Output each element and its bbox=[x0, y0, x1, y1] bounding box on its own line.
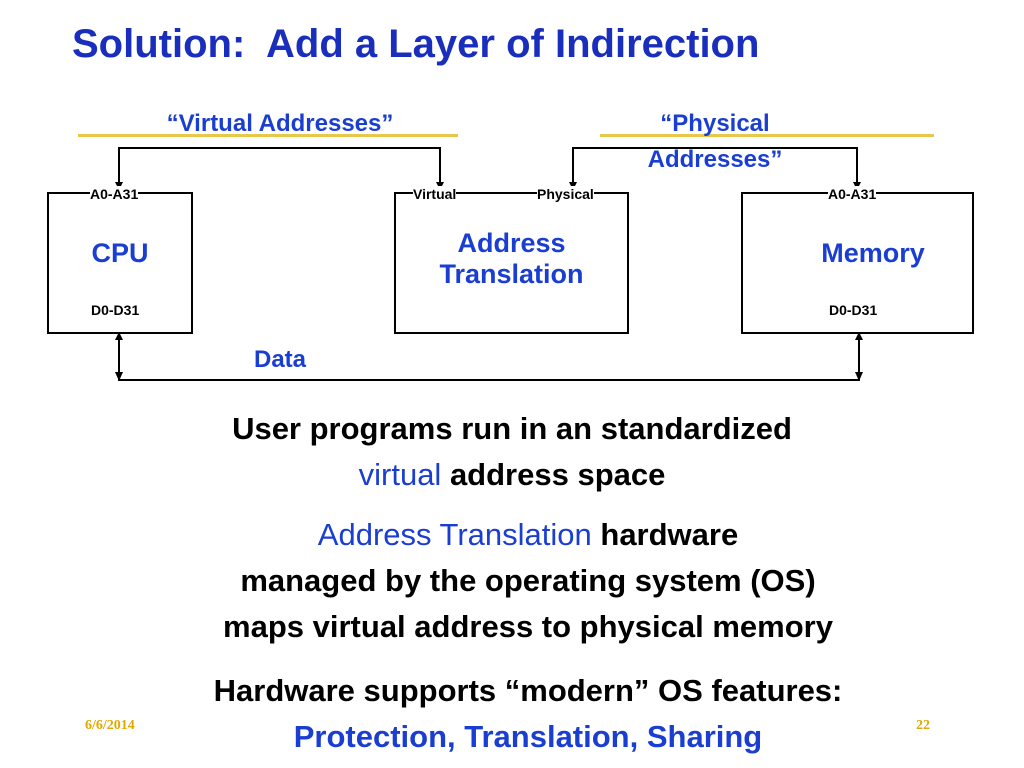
memory-label: Memory bbox=[821, 238, 925, 268]
memory-address-pins: A0-A31 bbox=[828, 186, 877, 202]
para1-line2: virtual address space bbox=[0, 452, 1024, 498]
cpu-address-pins: A0-A31 bbox=[90, 186, 139, 202]
para2-line3: maps virtual address to physical memory bbox=[223, 609, 833, 644]
paragraph-hardware-features: Hardware supports “modern” OS features: … bbox=[0, 668, 1024, 760]
para2-rest: hardware bbox=[591, 517, 739, 552]
data-bus-label: Data bbox=[253, 346, 307, 373]
virtual-address-wire bbox=[115, 147, 444, 190]
translation-virtual-pin: Virtual bbox=[413, 186, 457, 202]
slide-title: Solution: Add a Layer of Indirection bbox=[72, 22, 760, 66]
para2-line1: Address Translation hardware bbox=[0, 512, 1024, 558]
cpu-label: CPU bbox=[91, 238, 149, 268]
paragraph-user-programs: User programs run in an standardized vir… bbox=[0, 406, 1024, 498]
title-rule-right bbox=[600, 134, 934, 137]
data-bus-arrow-right bbox=[855, 372, 863, 381]
para3-line1: Hardware supports “modern” OS features: bbox=[213, 673, 843, 708]
data-bus-arrow-left bbox=[115, 372, 123, 381]
translation-physical-pin: Physical bbox=[537, 186, 594, 202]
para1-rest: address space bbox=[441, 457, 666, 492]
memory-box: Memory D0-D31 bbox=[741, 192, 974, 334]
para1-line1: User programs run in an standardized bbox=[232, 411, 792, 446]
address-translation-box: Address Translation bbox=[394, 192, 629, 334]
para3-line2: Protection, Translation, Sharing bbox=[293, 719, 763, 754]
cpu-box: CPU D0-D31 bbox=[47, 192, 193, 334]
physical-addresses-label-line2: Addresses” bbox=[647, 146, 783, 173]
para2-line2: managed by the operating system (OS) bbox=[240, 563, 816, 598]
memory-data-pins: D0-D31 bbox=[829, 302, 878, 318]
translation-label-line2: Translation bbox=[439, 259, 584, 289]
slide-date: 6/6/2014 bbox=[85, 718, 135, 733]
cpu-data-pins: D0-D31 bbox=[91, 302, 140, 318]
title-rule-left bbox=[78, 134, 458, 137]
physical-addresses-label-line1: “Physical bbox=[660, 110, 770, 137]
physical-address-wire bbox=[569, 147, 861, 190]
slide-page-number: 22 bbox=[916, 718, 930, 733]
paragraph-address-translation: Address Translation hardware managed by … bbox=[0, 512, 1024, 650]
virtual-addresses-label: “Virtual Addresses” bbox=[166, 110, 394, 137]
data-bus-wire bbox=[115, 332, 863, 381]
para2-highlight: Address Translation bbox=[317, 517, 592, 552]
translation-label-line1: Address bbox=[457, 228, 566, 258]
para1-virtual-highlight: virtual bbox=[358, 457, 442, 492]
